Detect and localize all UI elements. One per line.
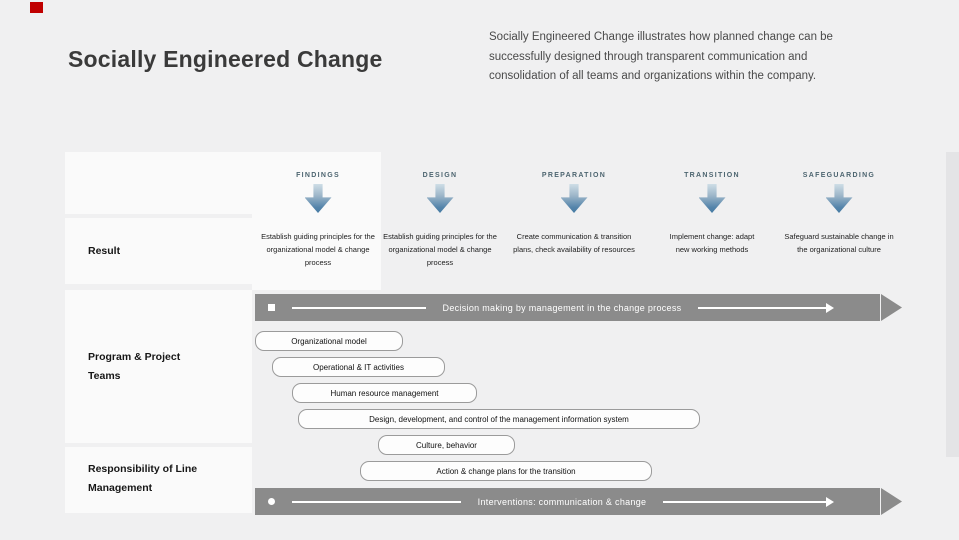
band-left-line: [292, 500, 461, 503]
row-card-program-project-teams: Program & Project Teams: [65, 290, 252, 443]
phase-description-safeguarding: Safeguard sustainable change in the orga…: [784, 232, 894, 254]
interventions-band-label: Interventions: communication & change: [477, 496, 647, 507]
phase-column-design: DESIGN Establish guiding principles for …: [380, 172, 500, 269]
row-card-spacer: [65, 152, 252, 214]
findings-column-card: [252, 152, 381, 290]
band-start-dot-icon: [268, 498, 275, 505]
band-left-line: [292, 306, 426, 309]
pill-operational-it-activities: Operational & IT activities: [272, 357, 445, 377]
band-right-arrow-line-icon: [663, 496, 834, 507]
right-edge-strip: [946, 152, 959, 457]
down-arrow-icon: [783, 184, 895, 213]
phase-description-findings: Establish guiding principles for the org…: [261, 232, 375, 267]
phase-header-findings: FINDINGS: [296, 172, 340, 179]
phase-header-transition: TRANSITION: [684, 172, 740, 179]
row-label-result: Result: [88, 244, 121, 257]
down-arrow-icon: [506, 184, 642, 213]
decision-band: Decision making by management in the cha…: [255, 294, 880, 321]
down-arrow-icon: [380, 184, 500, 213]
phase-header-preparation: PREPARATION: [541, 172, 607, 179]
pill-culture-behavior: Culture, behavior: [378, 435, 515, 455]
phase-description-transition: Implement change: adapt new working meth…: [669, 232, 755, 254]
phase-description-preparation: Create communication & transition plans,…: [513, 232, 635, 254]
phase-column-preparation: PREPARATION Create communication & trans…: [506, 172, 642, 256]
phase-column-findings: FINDINGS Establish guiding principles fo…: [260, 172, 376, 269]
down-arrow-shape: [698, 184, 726, 213]
phase-header-design: DESIGN: [422, 172, 458, 179]
down-arrow-shape: [426, 184, 454, 213]
row-label-program-project-teams: Program & Project Teams: [88, 350, 181, 382]
down-arrow-shape: [304, 184, 332, 213]
slide-title: Socially Engineered Change: [68, 46, 383, 72]
phase-header-safeguarding: SAFEGUARDING: [802, 172, 876, 179]
pill-management-information-system: Design, development, and control of the …: [298, 409, 700, 429]
down-arrow-shape: [825, 184, 853, 213]
slide-accent-mark: [30, 2, 43, 13]
pill-organizational-model: Organizational model: [255, 331, 403, 351]
phase-column-safeguarding: SAFEGUARDING Safeguard sustainable chang…: [783, 172, 895, 256]
pill-human-resource-management: Human resource management: [292, 383, 477, 403]
row-card-line-management: Responsibility of Line Management: [65, 447, 252, 513]
row-label-line-management: Responsibility of Line Management: [88, 463, 198, 494]
interventions-band-chevron-tip: [881, 488, 902, 515]
band-right-arrow-line-icon: [698, 302, 834, 313]
decision-band-chevron-tip: [881, 294, 902, 321]
decision-band-label: Decision making by management in the cha…: [442, 302, 682, 313]
pill-action-change-plans: Action & change plans for the transition: [360, 461, 652, 481]
band-start-square-icon: [268, 304, 275, 311]
row-card-result: Result: [65, 218, 252, 284]
phase-description-design: Establish guiding principles for the org…: [383, 232, 497, 267]
phase-column-transition: TRANSITION Implement change: adapt new w…: [664, 172, 760, 256]
interventions-band: Interventions: communication & change: [255, 488, 880, 515]
down-arrow-shape: [560, 184, 588, 213]
down-arrow-icon: [260, 184, 376, 213]
down-arrow-icon: [664, 184, 760, 213]
intro-paragraph: Socially Engineered Change illustrates h…: [489, 31, 833, 82]
